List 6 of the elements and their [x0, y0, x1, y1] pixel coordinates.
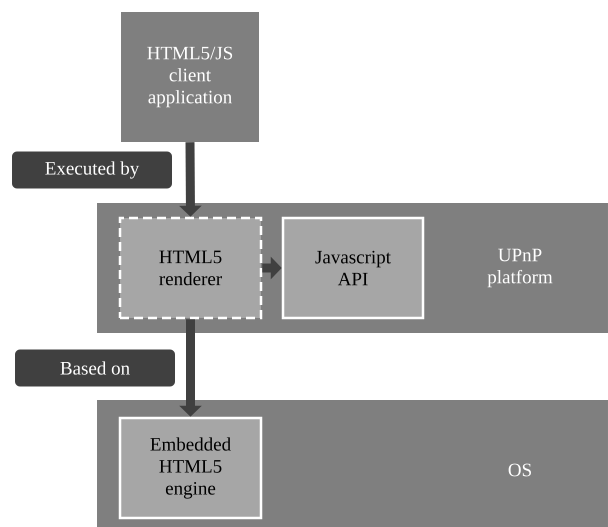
edge-label: Executed by [12, 152, 172, 188]
api-box: Javascript API [282, 216, 424, 320]
application-box: HTML5/JS client application [121, 12, 259, 142]
renderer-box: HTML5 renderer [118, 216, 262, 320]
edge-label: Based on [15, 350, 175, 386]
engine-box: Embedded HTML5 engine [118, 416, 262, 520]
